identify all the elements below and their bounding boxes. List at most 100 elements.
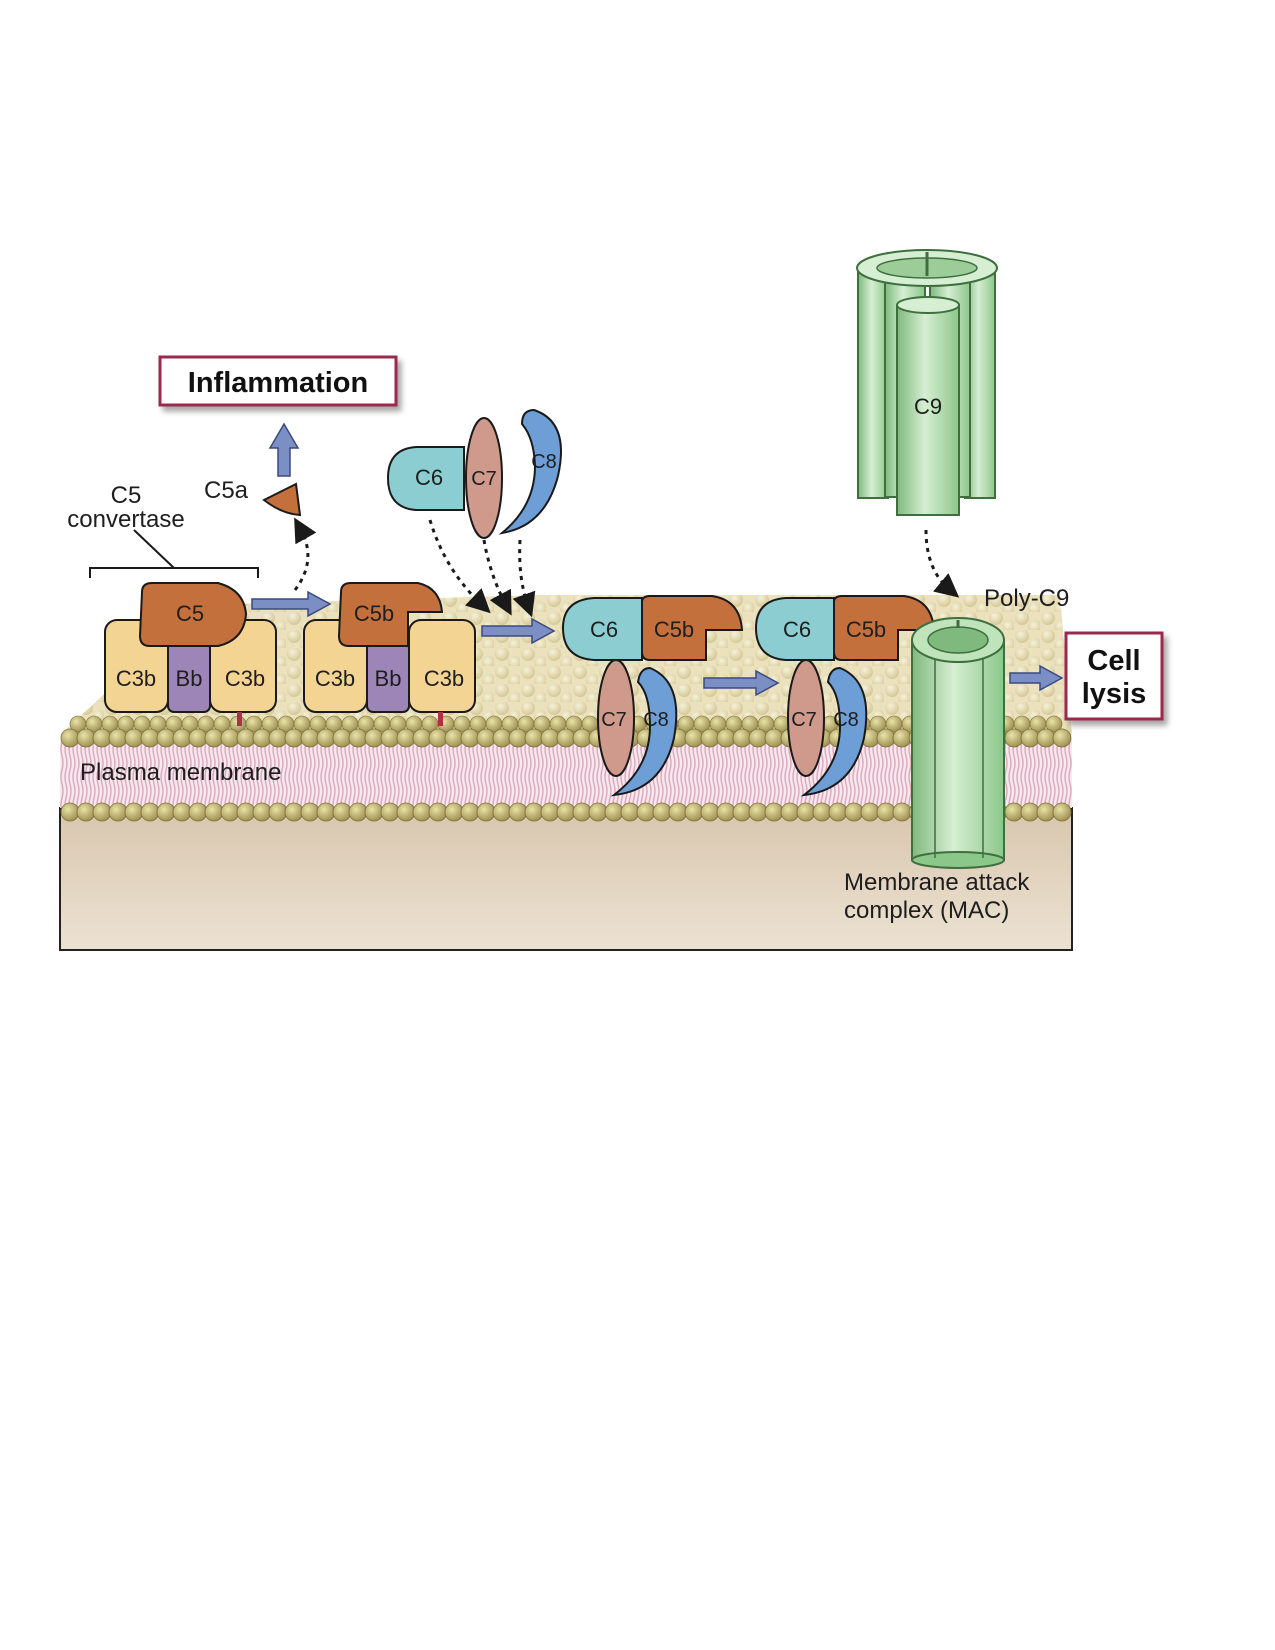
c5b-bound-3-text: C5b [654, 617, 694, 642]
phospholipid-head [860, 802, 880, 822]
phospholipid-head [412, 802, 432, 822]
phospholipid-head [252, 728, 272, 748]
bb-1-text: Bb [176, 666, 203, 691]
phospholipid-head [892, 728, 912, 748]
phospholipid-head [700, 728, 720, 748]
c7-free-text: C7 [471, 468, 497, 490]
mac-pore-body [911, 639, 1005, 861]
phospholipid-head [700, 802, 720, 822]
c9-text: C9 [914, 394, 942, 419]
phospholipid-head [332, 802, 352, 822]
c5b-c6-c7-c8-complex-2: C6 C5b C7 C8 [754, 595, 936, 797]
phospholipid-head [172, 728, 192, 748]
phospholipid-head [764, 802, 784, 822]
phospholipid-head [540, 728, 560, 748]
phospholipid-head [364, 728, 384, 748]
phospholipid-head [428, 802, 448, 822]
arrow-step-1 [251, 590, 332, 618]
phospholipid-head [284, 802, 304, 822]
c6-bound-3 [561, 597, 643, 661]
phospholipid-head [156, 728, 176, 748]
phospholipid-head [316, 802, 336, 822]
c6-free-text: C6 [415, 465, 443, 490]
c3b-right-1-text: C3b [225, 666, 265, 691]
phospholipid-head [876, 728, 896, 748]
phospholipid-head [476, 728, 496, 748]
phospholipid-head [540, 802, 560, 822]
phospholipid-head [396, 728, 416, 748]
phospholipid-head [572, 802, 592, 822]
c6-free [386, 446, 465, 511]
phospholipid-head [764, 728, 784, 748]
c5-convertase: C5 convertase C5 C3b Bb C3b [67, 482, 277, 726]
phospholipid-head [444, 728, 464, 748]
mac-label-line1: Membrane attack [844, 869, 1030, 896]
phospholipid-head [396, 802, 416, 822]
phospholipid-head [604, 802, 624, 822]
c3b-left-1-text: C3b [116, 666, 156, 691]
phospholipid-head [188, 728, 208, 748]
c5b-bound-3 [641, 595, 744, 661]
phospholipid-head [140, 802, 160, 822]
phospholipid-head [524, 802, 544, 822]
phospholipid-head [268, 728, 288, 748]
inflammation-text: Inflammation [188, 367, 368, 399]
phospholipid-head [748, 802, 768, 822]
poly-c9-label: Poly-C9 [984, 585, 1069, 612]
phospholipid-head [300, 728, 320, 748]
phospholipid-head [572, 728, 592, 748]
inflammation-box: Inflammation [158, 355, 398, 407]
bb-2-text: Bb [375, 666, 402, 691]
phospholipid-head [220, 728, 240, 748]
cell-lysis-box: Cell lysis [1064, 631, 1164, 721]
mac-pore: Poly-C9 Membrane attack complex (MAC) [844, 585, 1069, 924]
phospholipid-head [876, 802, 896, 822]
phospholipid-head [69, 715, 87, 733]
phospholipid-head [364, 802, 384, 822]
lipid-tails [60, 740, 1072, 808]
phospholipid-head [1052, 728, 1072, 748]
phospholipid-head [460, 802, 480, 822]
phospholipid-head [780, 802, 800, 822]
phospholipid-head [236, 728, 256, 748]
phospholipid-head [284, 728, 304, 748]
c7-bound-4-text: C7 [791, 709, 817, 731]
phospholipid-head [76, 728, 96, 748]
phospholipid-head [156, 802, 176, 822]
phospholipid-head [524, 728, 544, 748]
arrow-to-cell-lysis [1009, 664, 1064, 692]
c8-bound-4-text: C8 [833, 709, 859, 731]
phospholipid-head [1036, 728, 1056, 748]
phospholipid-head [76, 802, 96, 822]
c8-bound-4 [800, 666, 868, 797]
c7-bound-3-text: C7 [601, 709, 627, 731]
phospholipid-head [92, 728, 112, 748]
phospholipid-head [652, 802, 672, 822]
c5a-fragment: C5a [204, 477, 317, 591]
phospholipid-head [508, 728, 528, 748]
phospholipid-head [1020, 728, 1040, 748]
c5a-molecule [262, 482, 302, 517]
phospholipid-head [124, 728, 144, 748]
phospholipid-head [348, 802, 368, 822]
c3b-left-2-text: C3b [315, 666, 355, 691]
c5a-label: C5a [204, 477, 249, 504]
phospholipid-head [108, 802, 128, 822]
c5-convertase-label-line2: convertase [67, 506, 184, 533]
phospholipid-head [316, 728, 336, 748]
phospholipid-head [332, 728, 352, 748]
phospholipid-head [380, 802, 400, 822]
phospholipid-head [492, 728, 512, 748]
phospholipid-head [844, 802, 864, 822]
c7-free [465, 417, 503, 539]
phospholipid-head [1036, 802, 1056, 822]
phospholipid-head [828, 802, 848, 822]
phospholipid-head [588, 802, 608, 822]
phospholipid-head [124, 802, 144, 822]
c6-bound-3-text: C6 [590, 617, 618, 642]
phospholipid-head [220, 802, 240, 822]
phospholipid-head [412, 728, 432, 748]
phospholipid-head [1052, 802, 1072, 822]
phospholipid-head [380, 728, 400, 748]
